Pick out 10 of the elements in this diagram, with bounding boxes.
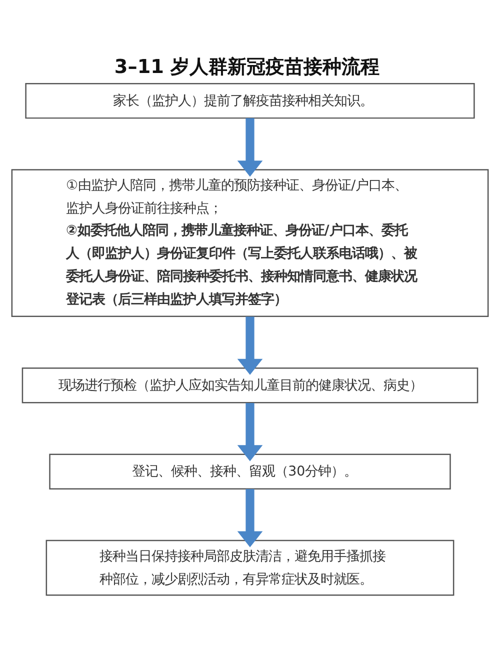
node-box: 接种当日保持接种局部皮肤清洁，避免用手搔抓接种部位，减少剧烈活动，有异常症状及时就医。 [46, 539, 454, 596]
diagram-title: 3–11 岁人群新冠疫苗接种流程 [114, 54, 380, 78]
node-box: 现场进行预检（监护人应如实告知儿童目前的健康状况、病史） [22, 366, 478, 403]
arrow [237, 118, 263, 176]
node-box: ①由监护人陪同，携带儿童的预防接种证、身份证/户口本、监护人身份证前往接种点； ②如委托他人陪同，携带儿童接种证、身份证/户口本、委托人（即监护人）身份证复印件（写上委托人联系电话哦）、被委托人身份证、陪同接种委托书、接种知情同意书、健康状况登记表（后三样由监护人填写并签字） [11, 168, 489, 316]
arrow [237, 488, 263, 547]
node-box: 登记、候种、接种、留观（30分钟）。 [49, 453, 451, 489]
node-box: 家长（监护人）提前了解疫苗接种相关知识。 [25, 82, 475, 118]
arrow [237, 316, 263, 374]
arrow [237, 402, 263, 461]
